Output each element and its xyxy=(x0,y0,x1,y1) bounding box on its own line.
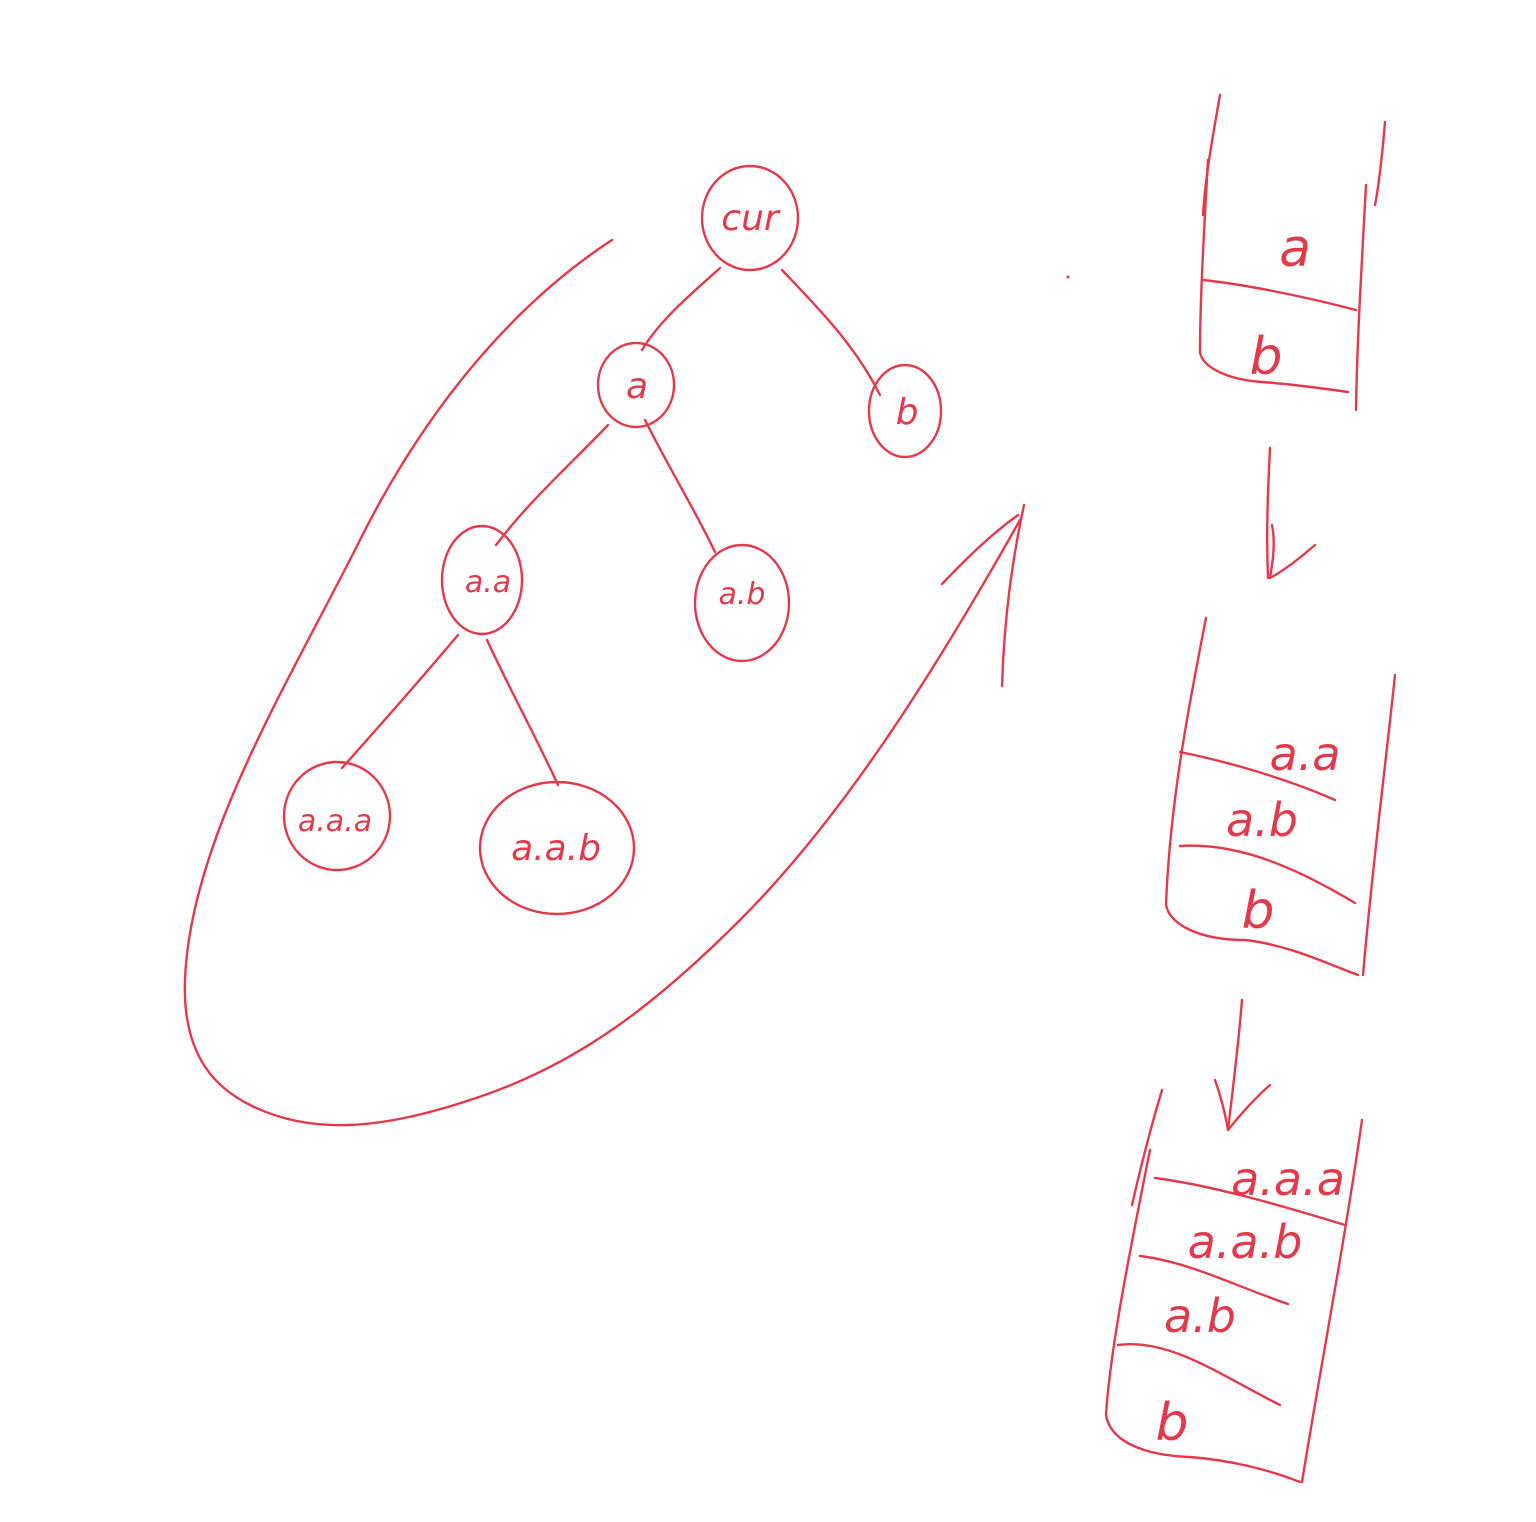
node-a-label: a xyxy=(626,366,648,407)
down-arrow-2-head xyxy=(1213,1078,1272,1132)
tree-node-a: a xyxy=(596,341,676,429)
stack-2-divider-1 xyxy=(1178,750,1337,802)
edge-aa-aab xyxy=(485,638,560,787)
down-arrow-1-head xyxy=(1268,523,1317,580)
stack-3-divider-1 xyxy=(1153,1176,1347,1227)
node-b-circle xyxy=(867,363,943,459)
node-aab-label: a.a.b xyxy=(511,828,601,869)
node-aaa-circle xyxy=(282,760,392,872)
stack-3-left-wall xyxy=(1104,1148,1302,1484)
tree-node-cur: cur xyxy=(700,164,800,272)
down-arrow-2 xyxy=(1213,998,1272,1132)
tree-node-ab: a.b xyxy=(693,543,791,663)
stack-2-item-3: b xyxy=(1241,881,1274,941)
stack-3-item-2: a.a.b xyxy=(1188,1215,1303,1269)
tree-node-aab: a.a.b xyxy=(478,780,636,916)
loop-arrow xyxy=(183,238,1070,1127)
tree-edges xyxy=(340,266,882,787)
stack-3: a.a.a a.a.b a.b b xyxy=(1104,1088,1364,1484)
stack-3-right-wall xyxy=(1300,1118,1364,1484)
node-b-label: b xyxy=(896,392,919,433)
stack-1: a b xyxy=(1198,93,1387,412)
stack-1-right-wall-lower xyxy=(1354,183,1368,412)
tree-node-b: b xyxy=(867,363,943,459)
node-ab-circle xyxy=(693,543,791,663)
stack-3-divider-2 xyxy=(1138,1254,1290,1306)
node-ab-label: a.b xyxy=(719,577,766,612)
stack-3-divider-3 xyxy=(1116,1342,1282,1407)
stack-2-divider-2 xyxy=(1178,844,1357,905)
stack-1-item-1: a xyxy=(1279,219,1311,279)
loop-arrow-head-right xyxy=(1000,503,1026,688)
node-aa-label: a.a xyxy=(465,565,511,600)
stack-1-left-wall xyxy=(1201,93,1222,217)
stack-2-left-wall xyxy=(1164,616,1360,977)
stack-1-item-2: b xyxy=(1249,327,1282,387)
down-arrow-1-shaft xyxy=(1265,446,1272,580)
stack-2-item-2: a.b xyxy=(1226,793,1298,847)
edge-a-ab xyxy=(643,418,717,554)
stack-2-item-1: a.a xyxy=(1270,727,1341,781)
node-aab-circle xyxy=(478,780,636,916)
edge-aa-aaa xyxy=(340,633,460,770)
node-cur-circle xyxy=(700,164,800,272)
stack-1-left-wall-lower xyxy=(1198,158,1350,394)
stack-3-item-1: a.a.a xyxy=(1231,1152,1345,1206)
edge-cur-a xyxy=(640,266,722,352)
loop-arrow-head-left xyxy=(940,513,1020,586)
node-aaa-label: a.a.a xyxy=(298,804,372,839)
tree-node-aaa: a.a.a xyxy=(282,760,392,872)
stray-dot xyxy=(1066,275,1070,279)
edge-cur-b xyxy=(780,268,882,397)
stack-3-item-4: b xyxy=(1155,1393,1188,1453)
stack-3-item-3: a.b xyxy=(1164,1289,1236,1343)
stack-1-divider xyxy=(1201,278,1358,312)
down-arrow-2-shaft xyxy=(1226,998,1244,1132)
node-a-circle xyxy=(596,341,676,429)
node-cur-label: cur xyxy=(721,198,781,239)
edge-a-aa xyxy=(494,423,610,547)
tree-node-aa: a.a xyxy=(440,524,524,636)
down-arrow-1 xyxy=(1265,446,1317,580)
stack-3-left-wall-top xyxy=(1130,1088,1164,1207)
stack-2: a.a a.b b xyxy=(1164,616,1397,977)
node-aa-circle xyxy=(440,524,524,636)
stack-2-right-wall xyxy=(1361,673,1397,977)
stack-1-right-wall xyxy=(1373,120,1387,207)
loop-arrow-curve xyxy=(183,238,1022,1127)
